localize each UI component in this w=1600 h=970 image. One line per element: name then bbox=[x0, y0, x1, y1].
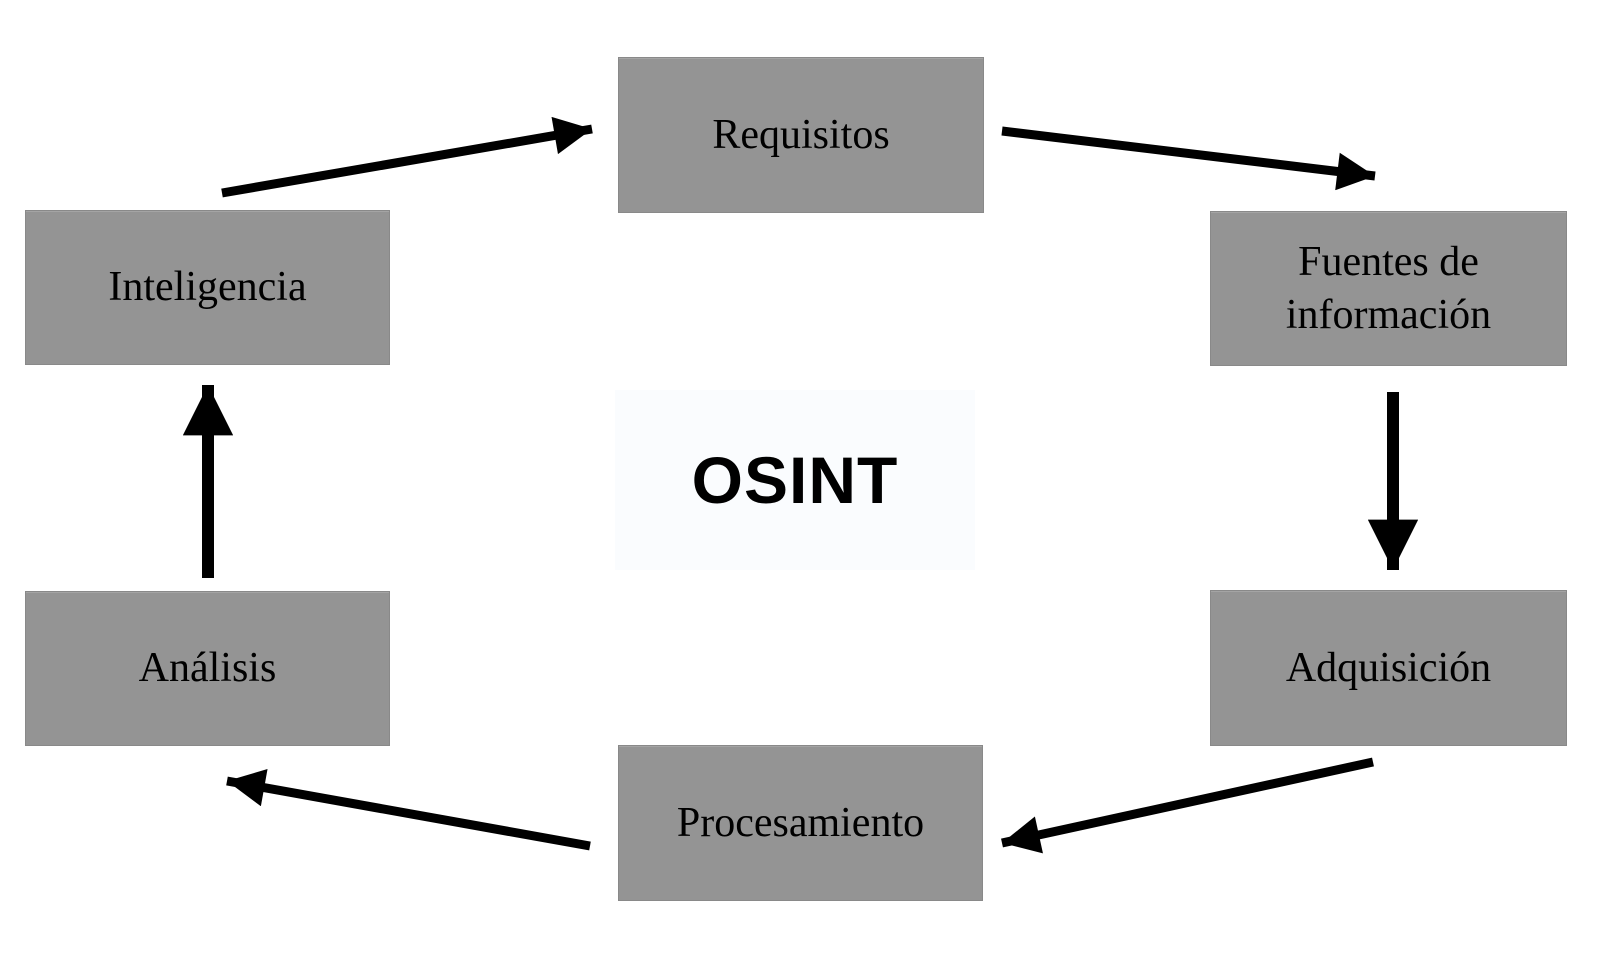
node-inteligencia: Inteligencia bbox=[25, 210, 390, 365]
arrow-inteligencia-to-requisitos bbox=[221, 116, 593, 198]
node-procesamiento-label: Procesamiento bbox=[676, 799, 925, 846]
node-analisis-label: Análisis bbox=[138, 645, 277, 692]
node-adquisicion: Adquisición bbox=[1210, 590, 1567, 746]
arrow-procesamiento-to-analisis bbox=[226, 769, 591, 851]
diagram-title: OSINT bbox=[691, 443, 899, 517]
arrow-adquisicion-to-procesamiento bbox=[1001, 757, 1374, 854]
arrow-requisitos-to-fuentes bbox=[1001, 126, 1376, 191]
node-requisitos: Requisitos bbox=[618, 57, 984, 213]
center-panel: OSINT bbox=[615, 390, 975, 570]
node-procesamiento: Procesamiento bbox=[618, 745, 983, 901]
node-fuentes-de-informacion-label: Fuentes de información bbox=[1285, 239, 1492, 338]
node-adquisicion-label: Adquisición bbox=[1285, 644, 1492, 691]
node-fuentes-de-informacion: Fuentes de información bbox=[1210, 211, 1567, 366]
node-analisis: Análisis bbox=[25, 591, 390, 746]
node-inteligencia-label: Inteligencia bbox=[108, 264, 307, 311]
node-requisitos-label: Requisitos bbox=[712, 111, 890, 158]
